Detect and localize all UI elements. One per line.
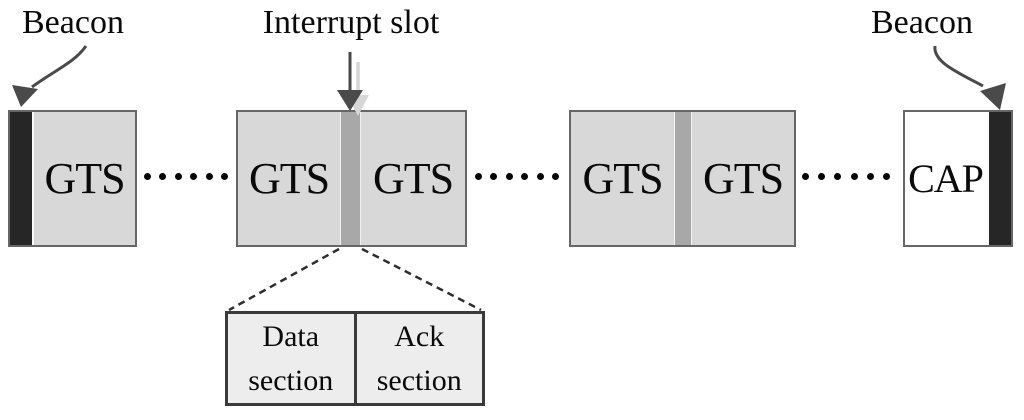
beacon-arrow-right: [933, 45, 1006, 110]
ellipsis-dots-2: [475, 172, 559, 180]
gts-cell: GTS: [238, 112, 340, 245]
gts-label: GTS: [44, 153, 125, 203]
gts-cell: GTS: [361, 112, 465, 245]
dot: [205, 172, 213, 180]
dot: [220, 172, 228, 180]
beacon-strip-right: [987, 112, 1011, 245]
interrupt-arrow-shadow: [347, 62, 369, 116]
dot: [174, 172, 182, 180]
detail-leader-left: [228, 247, 340, 312]
gts-label: GTS: [702, 153, 784, 203]
beacon-arrow-left-head: [12, 85, 38, 107]
gts-label: GTS: [372, 153, 454, 203]
data-section-cell: Data section: [228, 314, 357, 403]
interrupt-arrow-head: [337, 90, 363, 111]
gts-pair-with-interrupt-slot-2: GTS GTS: [569, 110, 796, 247]
interrupt-arrow: [337, 52, 363, 111]
beacon-strip-left: [10, 112, 34, 245]
dot: [818, 172, 826, 180]
gts-pair-with-interrupt-slot: GTS GTS: [236, 110, 467, 247]
dot: [834, 172, 842, 180]
dot: [505, 172, 513, 180]
ellipsis-dots-1: [144, 172, 228, 180]
beacon-arrow-right-curve: [933, 45, 984, 88]
cap-label: CAP: [908, 155, 984, 201]
dot: [536, 172, 544, 180]
dot: [882, 172, 890, 180]
dot: [866, 172, 874, 180]
gts-label: GTS: [582, 153, 663, 203]
gts-label: GTS: [248, 153, 330, 203]
dot: [144, 172, 151, 180]
interrupt-slot-strip: [674, 112, 692, 245]
gts-cell: GTS: [571, 112, 674, 245]
ellipsis-dots-3: [802, 172, 890, 180]
interrupt-slot-detail-box: Data section Ack section: [225, 311, 485, 406]
interrupt-slot-label: Interrupt slot: [262, 4, 440, 41]
gts-cell: GTS: [692, 112, 794, 245]
beacon-label-left: Beacon: [22, 4, 124, 41]
beacon-arrow-left-curve: [31, 45, 88, 89]
beacon-label-right: Beacon: [871, 4, 973, 41]
dot: [802, 172, 809, 180]
dot: [159, 172, 167, 180]
interrupt-slot-strip: [340, 112, 361, 245]
ack-section-cell: Ack section: [376, 319, 462, 397]
beacon-arrow-right-head: [980, 83, 1006, 110]
dot: [490, 172, 498, 180]
dot: [521, 172, 529, 180]
dot: [190, 172, 198, 180]
beacon-arrow-left: [12, 45, 88, 107]
dot: [551, 172, 559, 180]
dot: [475, 172, 482, 180]
detail-leader-right: [361, 247, 482, 312]
gts-slot-with-beacon: GTS: [8, 110, 137, 247]
cap-slot-with-beacon: CAP: [903, 110, 1013, 247]
dot: [850, 172, 858, 180]
